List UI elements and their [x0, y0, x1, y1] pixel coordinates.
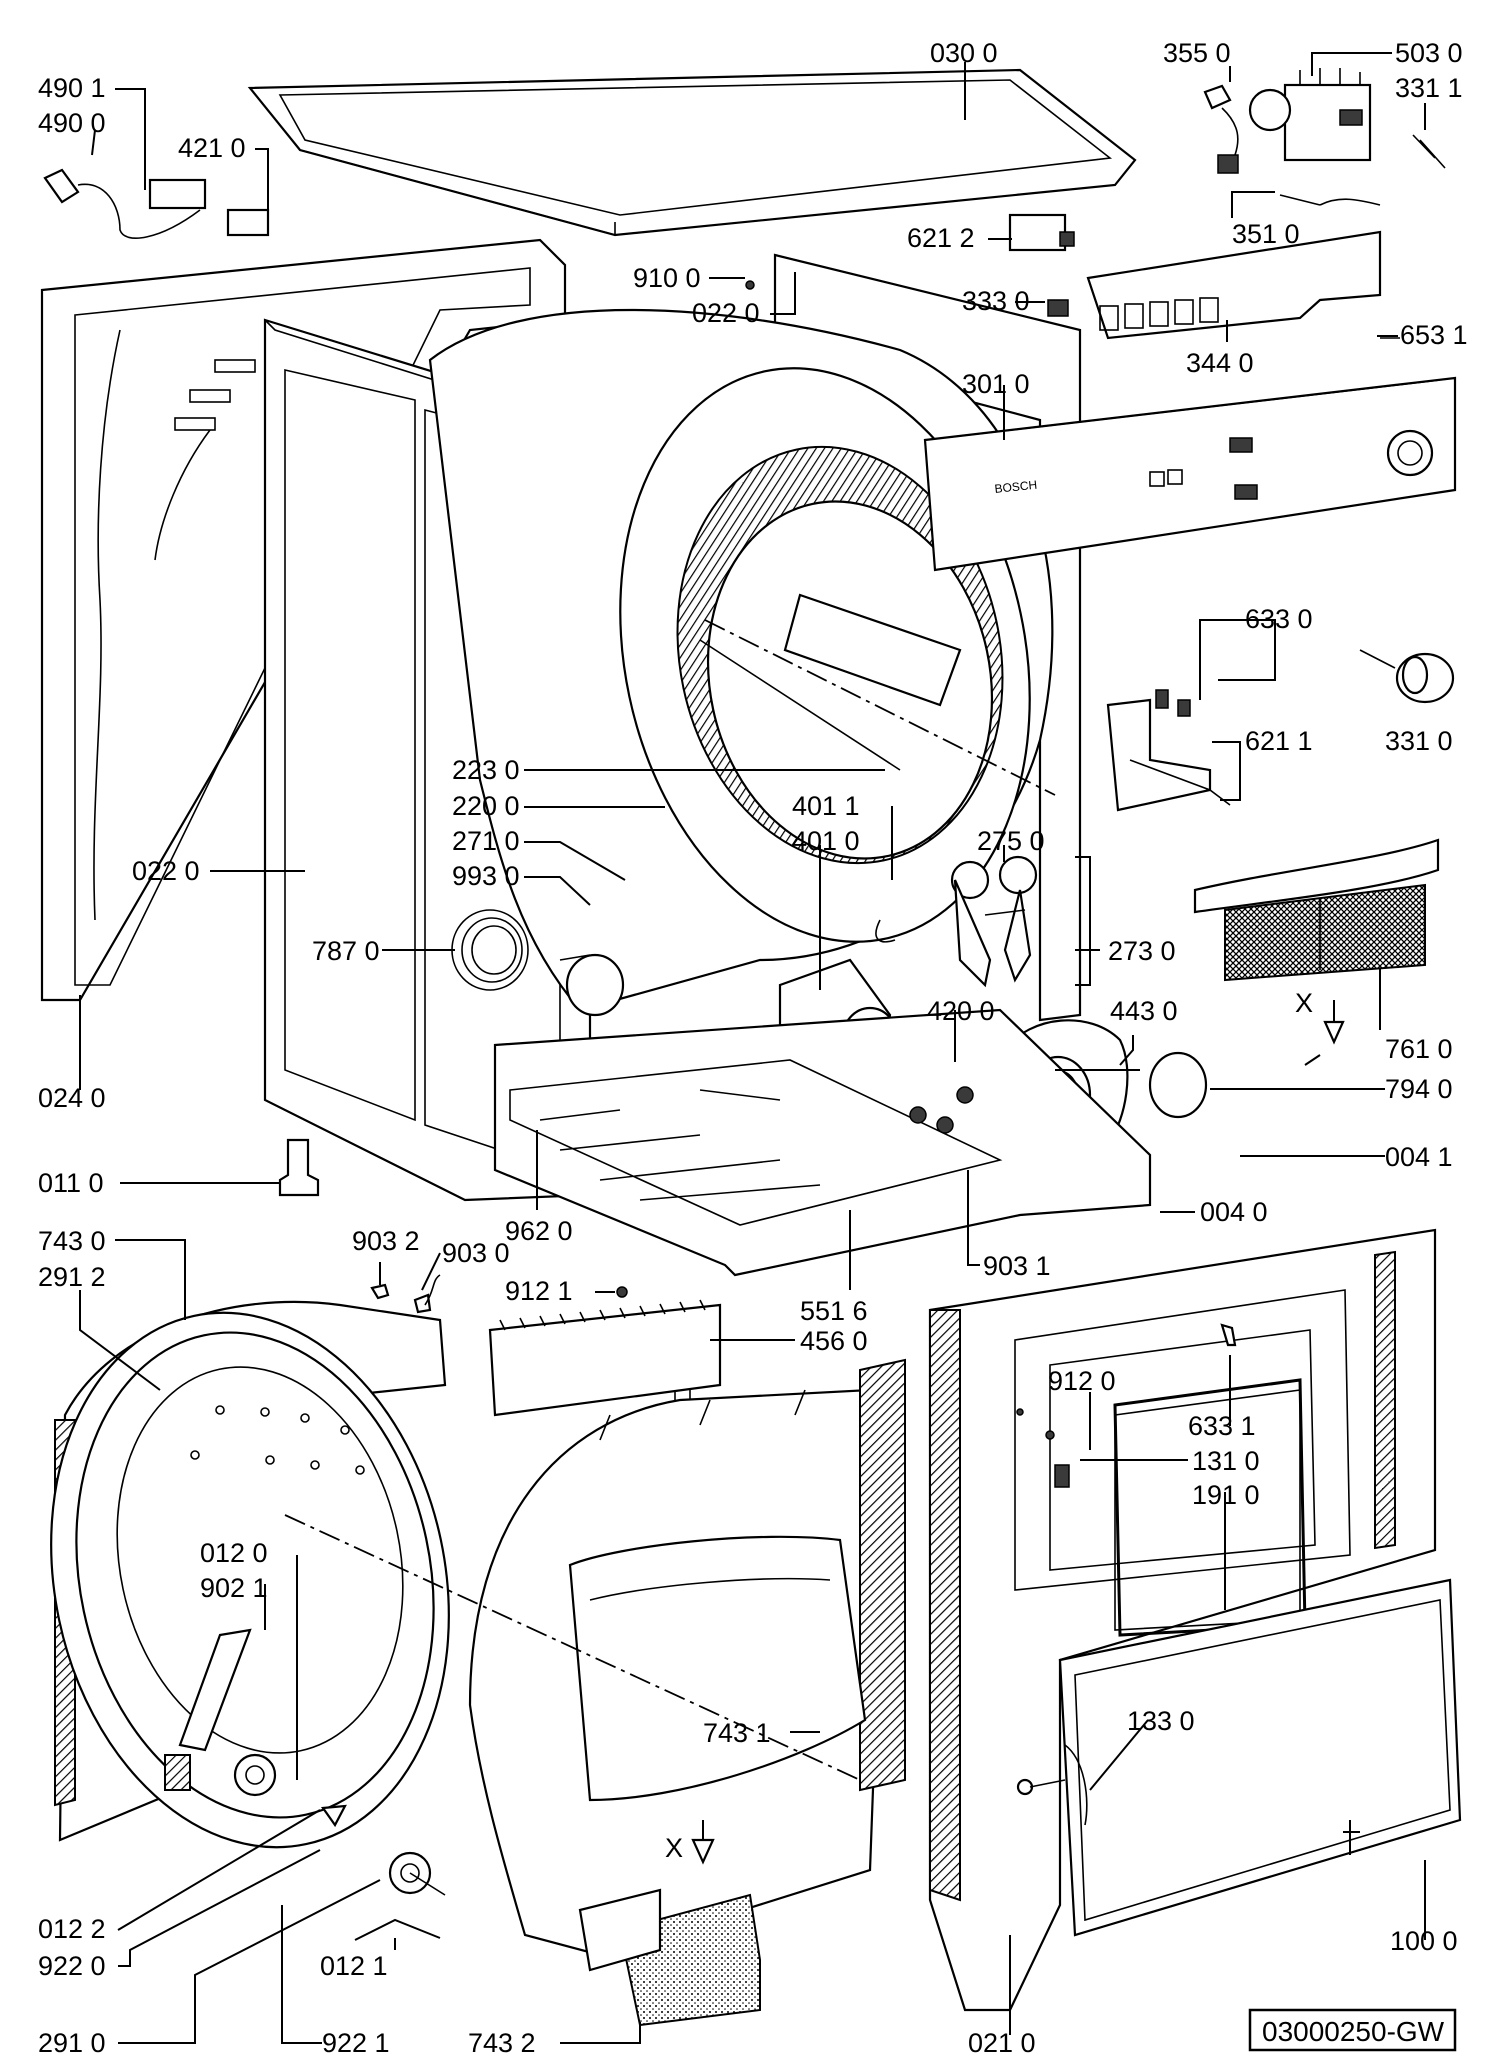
label-401-0: 401 0 [792, 826, 860, 856]
label-421-0: 421 0 [178, 133, 246, 163]
label-133-0: 133 0 [1127, 1706, 1195, 1736]
label-794-0: 794 0 [1385, 1074, 1453, 1104]
label-291-0: 291 0 [38, 2028, 106, 2058]
label-012-1: 012 1 [320, 1951, 388, 1981]
mains-cable [43, 168, 270, 239]
drum [428, 308, 1054, 1012]
belt-tensioner [950, 855, 1038, 988]
label-401-1: 401 1 [792, 791, 860, 821]
label-653-1: 653 1 [1400, 320, 1468, 350]
label-355-0: 355 0 [1163, 38, 1231, 68]
label-301-0: 301 0 [962, 369, 1030, 399]
label-030-0: 030 0 [930, 38, 998, 68]
top-cover [247, 68, 1137, 237]
label-271-0: 271 0 [452, 826, 520, 856]
rear-fan-wheel [388, 1851, 446, 1896]
part-labels: 490 1 490 0 421 0 030 0 355 0 503 0 331 … [38, 38, 1468, 2058]
label-743-2: 743 2 [468, 2028, 536, 2058]
label-331-1: 331 1 [1395, 73, 1463, 103]
reference-code: 03000250-GW [1262, 2016, 1445, 2047]
label-902-1: 902 1 [200, 1573, 268, 1603]
label-191-0: 191 0 [1192, 1480, 1260, 1510]
label-012-0: 012 0 [200, 1538, 268, 1568]
view-marker-x-lower: X [665, 1833, 683, 1863]
view-arrow-a [1323, 1020, 1345, 1045]
label-912-1: 912 1 [505, 1276, 573, 1306]
label-004-0: 004 0 [1200, 1197, 1268, 1227]
label-912-0: 912 0 [1048, 1366, 1116, 1396]
label-621-2: 621 2 [907, 223, 975, 253]
small-clips [370, 1274, 628, 1314]
label-100-0: 100 0 [1390, 1926, 1458, 1956]
foot [278, 1138, 320, 1197]
label-503-0: 503 0 [1395, 38, 1463, 68]
door-hardware [1016, 1323, 1237, 1488]
knob [1359, 649, 1455, 704]
label-004-1: 004 1 [1385, 1142, 1453, 1172]
gasket [1148, 1051, 1208, 1119]
label-291-2: 291 2 [38, 1262, 106, 1292]
label-331-0: 331 0 [1385, 726, 1453, 756]
thermostat-bracket [1106, 689, 1231, 812]
label-011-0: 011 0 [38, 1168, 104, 1198]
label-420-0: 420 0 [927, 996, 995, 1026]
leader-lines [79, 52, 1426, 2044]
timer [1248, 68, 1372, 162]
label-922-0: 922 0 [38, 1951, 106, 1981]
label-761-0: 761 0 [1385, 1034, 1453, 1064]
label-344-0: 344 0 [1186, 348, 1254, 378]
label-490-1: 490 1 [38, 73, 106, 103]
label-220-0: 220 0 [452, 791, 520, 821]
axis-line-lower [284, 1514, 861, 1781]
electronics-board [1086, 230, 1382, 340]
label-351-0: 351 0 [1232, 219, 1300, 249]
label-633-0: 633 0 [1245, 604, 1313, 634]
condenser-duct [468, 1358, 906, 2027]
label-443-0: 443 0 [1110, 996, 1178, 1026]
label-962-0: 962 0 [505, 1216, 573, 1246]
rear-duct [50, 1300, 450, 1849]
label-551-6: 551 6 [800, 1296, 868, 1326]
label-131-0: 131 0 [1192, 1446, 1260, 1476]
door [1016, 1578, 1462, 1937]
label-633-1: 633 1 [1188, 1411, 1256, 1441]
label-021-0: 021 0 [968, 2028, 1036, 2058]
label-012-2: 012 2 [38, 1914, 106, 1944]
panel-brand: BOSCH [994, 478, 1038, 496]
label-910-0: 910 0 [633, 263, 701, 293]
label-787-0: 787 0 [312, 936, 380, 966]
axis-line-upper [704, 619, 1056, 796]
label-022-0-left: 022 0 [132, 856, 200, 886]
label-273-0: 273 0 [1108, 936, 1176, 966]
label-743-1: 743 1 [703, 1718, 771, 1748]
label-903-0: 903 0 [442, 1238, 510, 1268]
label-621-1: 621 1 [1245, 726, 1313, 756]
reference-code-box: 03000250-GW [1248, 2008, 1457, 2052]
label-903-1: 903 1 [983, 1251, 1051, 1281]
base-tray [493, 1008, 1152, 1277]
label-903-2: 903 2 [352, 1226, 420, 1256]
part-drawings: BOSCH [40, 68, 1462, 2027]
label-993-0: 993 0 [452, 861, 520, 891]
label-024-0: 024 0 [38, 1083, 106, 1113]
label-922-1: 922 1 [322, 2028, 390, 2058]
label-490-0: 490 0 [38, 108, 106, 138]
label-456-0: 456 0 [800, 1326, 868, 1356]
front-door-frame [928, 1228, 1437, 2012]
heater [488, 1299, 722, 1440]
label-275-0: 275 0 [977, 826, 1045, 856]
view-arrow-c [321, 1804, 347, 1828]
control-panel: BOSCH [923, 376, 1457, 572]
view-marker-x-upper: X [1295, 988, 1313, 1018]
label-333-0: 333 0 [962, 286, 1030, 316]
label-743-0: 743 0 [38, 1226, 106, 1256]
label-223-0: 223 0 [452, 755, 520, 785]
small-parts-top [745, 84, 1446, 339]
label-022-0-upper: 022 0 [692, 298, 760, 328]
lint-filter [1193, 838, 1440, 982]
